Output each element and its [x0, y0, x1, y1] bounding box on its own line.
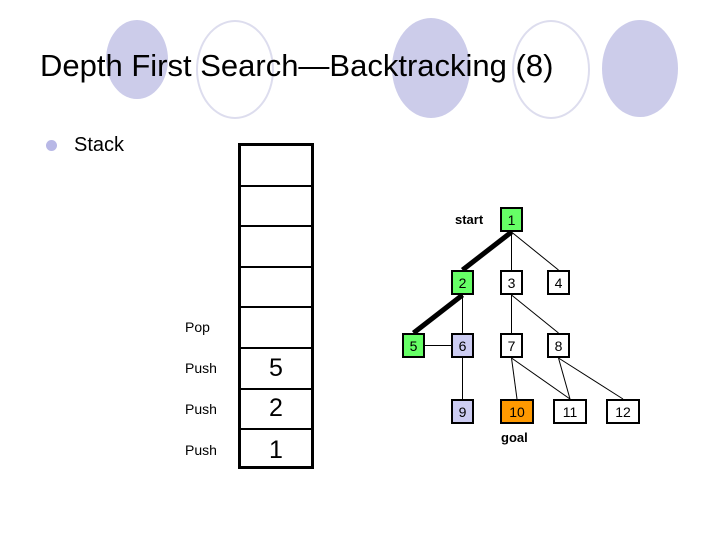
stack-cell-filled: 5	[241, 349, 311, 390]
stack-cell-filled: 1	[269, 435, 283, 464]
tree-node-12: 12	[606, 399, 640, 424]
tree-node-5: 5	[402, 333, 425, 358]
tree-edge-8-11	[558, 357, 571, 400]
goal-label: goal	[501, 430, 528, 445]
tree-edge-1-4	[511, 231, 559, 271]
tree-edge-7-10	[511, 357, 518, 400]
stack-cell-empty	[241, 146, 311, 187]
stack-cell-filled: 2	[241, 390, 311, 431]
bullet-item-stack: Stack	[46, 134, 124, 157]
tree-node-3: 3	[500, 270, 523, 295]
tree-node-4: 4	[547, 270, 570, 295]
stack-op-label-push: Push	[185, 442, 217, 458]
tree-node-7: 7	[500, 333, 523, 358]
tree-node-9: 9	[451, 399, 474, 424]
tree-node-10: 10	[500, 399, 534, 424]
decorative-circle-5	[602, 20, 678, 118]
stack-op-label-push: Push	[185, 360, 217, 376]
stack-op-label-push: Push	[185, 401, 217, 417]
stack-op-label-pop: Pop	[185, 319, 210, 335]
bullet-item-label: Stack	[74, 134, 125, 156]
page-title: Depth First Search—Backtracking (8)	[40, 48, 554, 83]
decorative-circle-3	[392, 18, 470, 118]
bullet-dot-icon	[46, 140, 57, 151]
tree-node-1: 1	[500, 207, 523, 232]
stack-cell-empty	[241, 187, 311, 228]
decorative-circle-2	[196, 20, 274, 119]
decorative-circle-1	[106, 20, 168, 100]
tree-edge-2-5	[411, 293, 465, 335]
tree-edge-1-2	[460, 230, 514, 272]
tree-node-2: 2	[451, 270, 474, 295]
tree-node-8: 8	[547, 333, 570, 358]
tree-edge-8-12	[558, 357, 624, 400]
stack-cell-empty	[241, 308, 311, 349]
stack-cell-empty	[241, 227, 311, 268]
decorative-circle-4	[512, 20, 590, 119]
tree-edge-7-11	[511, 357, 571, 400]
start-label: start	[455, 212, 484, 227]
tree-node-11: 11	[553, 399, 587, 424]
stack-cell-empty	[241, 268, 311, 309]
tree-edge-3-8	[511, 294, 559, 334]
tree-node-6: 6	[451, 333, 474, 358]
